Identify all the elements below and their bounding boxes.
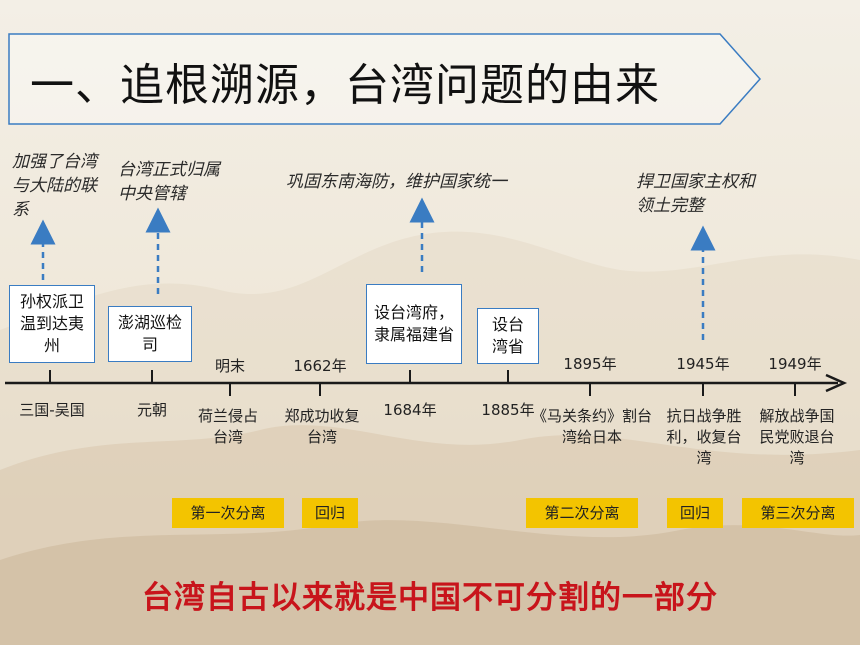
event-box-sheng: 设台湾省 — [477, 308, 539, 364]
event-sunquan-text: 孙权派卫温到达夷州 — [19, 292, 84, 355]
event-box-penghu: 澎湖巡检司 — [108, 306, 192, 362]
annotation-sovereignty: 捍卫国家主权和领土完整 — [636, 172, 755, 216]
footer-statement: 台湾自古以来就是中国不可分割的一部分 — [142, 580, 718, 616]
timeline-arrowhead — [825, 373, 848, 393]
label-1885: 1885年 — [481, 401, 535, 419]
label-1684: 1684年 — [383, 401, 437, 419]
label-zheng: 郑成功收复台湾 — [284, 407, 360, 446]
annotation-coastal-defense: 巩固东南海防，维护国家统一 — [286, 172, 507, 192]
badge-first-separation: 第一次分离 — [172, 498, 284, 528]
event-box-sunquan: 孙权派卫温到达夷州 — [9, 285, 95, 363]
label-mingmo: 明末 — [214, 357, 245, 375]
label-1895: 1895年 — [563, 355, 617, 373]
annotation-connection: 加强了台湾与大陆的联系 — [12, 152, 97, 220]
title-banner: 一、追根溯源，台湾问题的由来 — [8, 33, 762, 125]
page-title: 一、追根溯源，台湾问题的由来 — [30, 60, 660, 111]
dashed-arrows — [30, 197, 716, 340]
label-maguan: 《马关条约》割台湾给日本 — [531, 407, 652, 446]
label-jiefang: 解放战争国民党败退台湾 — [759, 407, 835, 467]
label-1945: 1945年 — [676, 355, 730, 373]
event-taiwanfu-text: 设台湾府，隶属福建省 — [373, 303, 454, 344]
annotation-jurisdiction: 台湾正式归属中央管辖 — [118, 160, 220, 204]
banner-shape — [8, 33, 762, 125]
label-yuan: 元朝 — [136, 401, 167, 419]
event-penghu-text: 澎湖巡检司 — [117, 313, 182, 354]
label-kangri: 抗日战争胜利，收复台湾 — [666, 407, 742, 467]
event-sheng-text: 设台湾省 — [491, 315, 524, 356]
label-helan: 荷兰侵占台湾 — [197, 407, 258, 446]
label-sanguo: 三国-吴国 — [19, 401, 85, 419]
badge-return-2: 回归 — [667, 498, 723, 528]
label-1949: 1949年 — [768, 355, 822, 373]
event-box-taiwanfu: 设台湾府，隶属福建省 — [366, 284, 462, 364]
badge-third-separation: 第三次分离 — [742, 498, 854, 528]
timeline-ticks — [49, 370, 796, 396]
badge-second-separation: 第二次分离 — [526, 498, 638, 528]
label-1662: 1662年 — [293, 357, 347, 375]
badge-return-1: 回归 — [302, 498, 358, 528]
